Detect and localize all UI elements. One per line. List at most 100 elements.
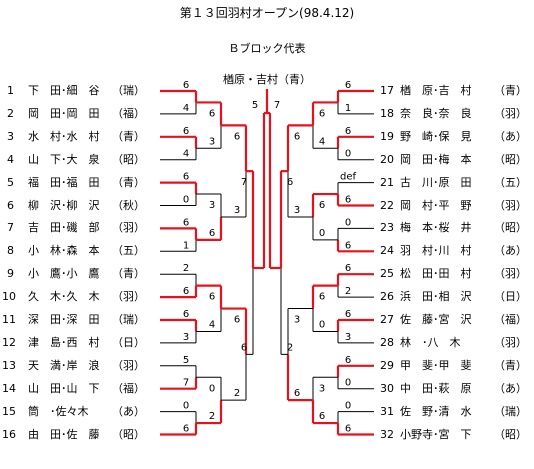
match-score: 6: [183, 286, 189, 297]
tournament-title: 第１３回羽村オープン(98.4.12): [179, 6, 355, 20]
player-number: 6: [7, 198, 14, 212]
match-score: 3: [294, 315, 300, 326]
match-score: 6: [345, 424, 351, 435]
player-name: 久 木･久 木: [28, 290, 100, 304]
match-score: 4: [183, 149, 189, 160]
player-number: 20: [380, 152, 394, 166]
player-number: 10: [2, 290, 16, 304]
player-team: （日）: [494, 290, 527, 304]
player-team: （日）: [112, 335, 145, 349]
player-number: 12: [2, 335, 16, 349]
player-team: （青）: [494, 358, 527, 372]
match-score: 5: [183, 355, 189, 366]
match-score: 6: [345, 355, 351, 366]
match-score: 6: [209, 108, 215, 119]
player-team: （あ）: [494, 381, 527, 395]
match-score: 6: [294, 131, 300, 142]
match-score: 4: [209, 319, 215, 330]
match-score: 0: [345, 378, 351, 389]
player-team: （あ）: [112, 404, 145, 418]
player-team: （羽）: [494, 335, 527, 349]
match-score: 2: [234, 388, 240, 399]
player-team: （瑞）: [494, 404, 527, 418]
player-number: 32: [380, 427, 394, 441]
player-number: 16: [2, 427, 16, 441]
player-name: 吉 田･磯 部: [28, 221, 100, 235]
player-team: （昭）: [494, 427, 527, 441]
player-name: 小 鷹･小 鷹: [28, 267, 100, 281]
player-name: 羽 村･川 村: [400, 244, 472, 258]
match-score: 6: [345, 80, 351, 91]
match-score: 3: [294, 205, 300, 216]
player-number: 30: [380, 381, 394, 395]
match-score: 6: [319, 292, 325, 303]
player-team: （あ）: [494, 129, 527, 143]
player-name: 梅 本･桜 井: [400, 221, 472, 235]
player-name: 福 田･福 田: [28, 175, 100, 189]
match-score: 0: [319, 319, 325, 330]
player-name: 由 田･佐 藤: [28, 427, 100, 441]
player-number: 23: [380, 221, 394, 235]
player-number: 19: [380, 129, 394, 143]
player-number: 21: [380, 175, 394, 189]
match-score: 6: [183, 172, 189, 183]
player-team: （昭）: [112, 427, 145, 441]
match-score: 6: [234, 131, 240, 142]
player-name: 松 田･田 村: [400, 267, 472, 281]
player-team: （秋）: [112, 198, 145, 212]
player-name: 浜 田･相 沢: [400, 290, 472, 304]
match-score: 7: [274, 100, 280, 111]
match-score: 6: [241, 342, 247, 353]
match-score: 6: [183, 126, 189, 137]
player-name: 岡 田･梅 本: [400, 152, 472, 166]
player-name: 佐 野･清 水: [400, 404, 472, 418]
player-name: 深 田･深 田: [28, 313, 100, 326]
player-number: 27: [380, 313, 394, 326]
player-name: 中 田･萩 原: [400, 381, 472, 395]
player-team: （五）: [494, 175, 527, 189]
player-team: （福）: [112, 381, 145, 395]
player-number: 25: [380, 267, 394, 281]
player-number: 24: [380, 244, 394, 258]
match-score: 3: [345, 332, 351, 343]
match-score: 6: [234, 315, 240, 326]
player-name: 岡 村･平 野: [400, 198, 472, 212]
match-score: 0: [345, 217, 351, 228]
match-score: 6: [319, 411, 325, 422]
player-number: 13: [2, 358, 16, 372]
player-number: 11: [2, 313, 16, 326]
player-number: 15: [2, 404, 16, 418]
match-score: 3: [319, 383, 325, 394]
player-name: 甲 斐･甲 斐: [400, 358, 472, 372]
player-team: （昭）: [112, 152, 145, 166]
player-number: 8: [7, 244, 14, 258]
player-name: 小野寺･宮 下: [400, 427, 472, 441]
match-score: 3: [209, 200, 215, 211]
player-number: 31: [380, 404, 394, 418]
match-score: 6: [183, 217, 189, 228]
player-team: （福）: [112, 106, 145, 120]
match-score: 6: [319, 200, 325, 211]
player-team: （青）: [112, 129, 145, 143]
player-number: 4: [7, 152, 14, 166]
player-name: 山 下･大 泉: [28, 152, 100, 166]
match-score: 6: [345, 126, 351, 137]
player-number: 17: [380, 84, 394, 97]
match-score: 0: [319, 228, 325, 239]
match-score: 6: [345, 309, 351, 320]
match-score: 1: [345, 103, 351, 114]
player-team: （羽）: [494, 267, 527, 281]
player-name: 奈 良･奈 良: [400, 106, 472, 120]
player-team: （瑞）: [112, 84, 145, 97]
player-number: 14: [2, 381, 16, 395]
match-score: 6: [294, 388, 300, 399]
player-name: 野 崎･保 見: [400, 129, 472, 143]
match-score: def: [340, 172, 357, 183]
match-score: 5: [252, 100, 258, 111]
player-name: 柳 沢･柳 沢: [28, 198, 100, 212]
match-score: 3: [234, 205, 240, 216]
player-team: （羽）: [112, 290, 145, 304]
player-team: （羽）: [494, 106, 527, 120]
player-number: 28: [380, 335, 394, 349]
